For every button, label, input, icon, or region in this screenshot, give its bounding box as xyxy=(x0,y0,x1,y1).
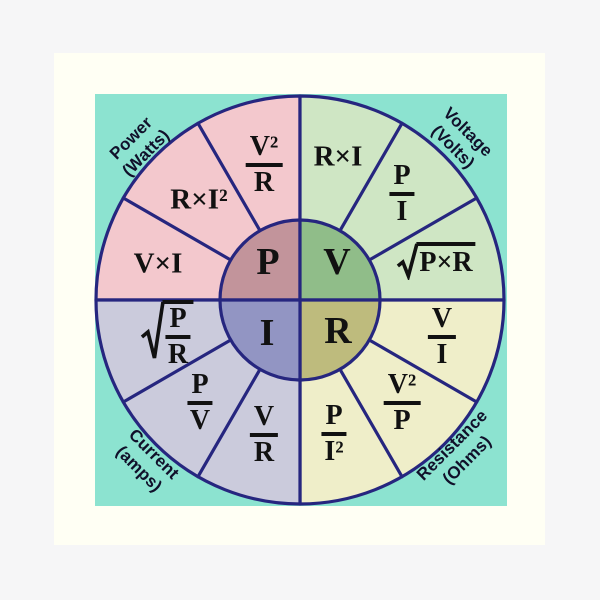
formula-resistance-v-over-i: V I xyxy=(427,304,457,370)
fraction: V R xyxy=(249,403,279,468)
square-root-expression: P×R xyxy=(396,242,476,280)
fraction-denominator: P xyxy=(393,405,411,436)
fraction-numerator: V² xyxy=(245,133,283,167)
square-root-expression: P R xyxy=(140,300,194,370)
hub-letter-p: P xyxy=(256,241,280,283)
fraction: P I² xyxy=(321,402,347,467)
formula-resistance-p-over-i-squared: P I² xyxy=(321,401,347,467)
fraction-numerator: P xyxy=(187,371,213,405)
fraction-numerator: P xyxy=(165,305,191,339)
fraction-numerator: P xyxy=(389,162,415,196)
radical-icon xyxy=(396,243,419,280)
fraction-denominator: R xyxy=(253,437,275,468)
hub-letter-v: V xyxy=(323,241,351,283)
resistance-divider-1 xyxy=(338,367,404,479)
formula-current-p-over-v: P V xyxy=(187,370,213,436)
hub-letter-r: R xyxy=(324,310,352,352)
fraction-numerator: V xyxy=(249,403,279,437)
fraction: P I xyxy=(389,162,415,227)
radicand: P×R xyxy=(416,242,476,280)
formula-voltage-sqrt-p-times-r: P×R xyxy=(396,242,476,286)
hub-resistance-quadrant xyxy=(298,298,382,382)
fraction: V² P xyxy=(383,371,421,436)
fraction-denominator: V xyxy=(189,405,211,436)
fraction: V² R xyxy=(245,133,283,198)
voltage-divider-2 xyxy=(338,121,404,233)
fraction-denominator: R xyxy=(253,167,275,198)
hub-power-quadrant xyxy=(218,218,302,302)
fraction: P R xyxy=(165,305,191,370)
current-divider-2 xyxy=(196,367,262,479)
fraction: V I xyxy=(427,305,457,370)
formula-resistance-v-squared-over-p: V² P xyxy=(383,370,421,436)
formula-voltage-p-over-i: P I xyxy=(389,161,415,227)
formula-power-r-times-i-squared: R×I² xyxy=(170,183,228,216)
hub-current-quadrant xyxy=(218,298,302,382)
formula-power-v-times-i: V×I xyxy=(133,247,183,280)
voltage-divider-1 xyxy=(367,196,479,262)
power-divider-1 xyxy=(196,121,262,233)
radicand: P R xyxy=(162,300,194,370)
resistance-divider-2 xyxy=(367,338,479,404)
fraction-numerator: V² xyxy=(383,371,421,405)
fraction-numerator: V xyxy=(427,305,457,339)
fraction: P V xyxy=(187,371,213,436)
radical-icon xyxy=(140,301,165,359)
fraction-denominator: I xyxy=(436,339,448,370)
formula-current-sqrt-p-over-r: P R xyxy=(140,300,194,370)
formula-power-v-squared-over-r: V² R xyxy=(245,132,283,198)
fraction-denominator: I xyxy=(396,196,408,227)
current-divider-1 xyxy=(121,338,233,404)
hub-letter-i: I xyxy=(259,312,275,354)
hub-voltage-quadrant xyxy=(298,218,382,302)
fraction-denominator: R xyxy=(167,339,189,370)
fraction-numerator: P xyxy=(321,402,347,436)
formula-voltage-r-times-i: R×I xyxy=(313,140,363,173)
formula-current-v-over-r: V R xyxy=(249,402,279,468)
power-divider-2 xyxy=(121,196,233,262)
fraction-denominator: I² xyxy=(324,436,344,467)
